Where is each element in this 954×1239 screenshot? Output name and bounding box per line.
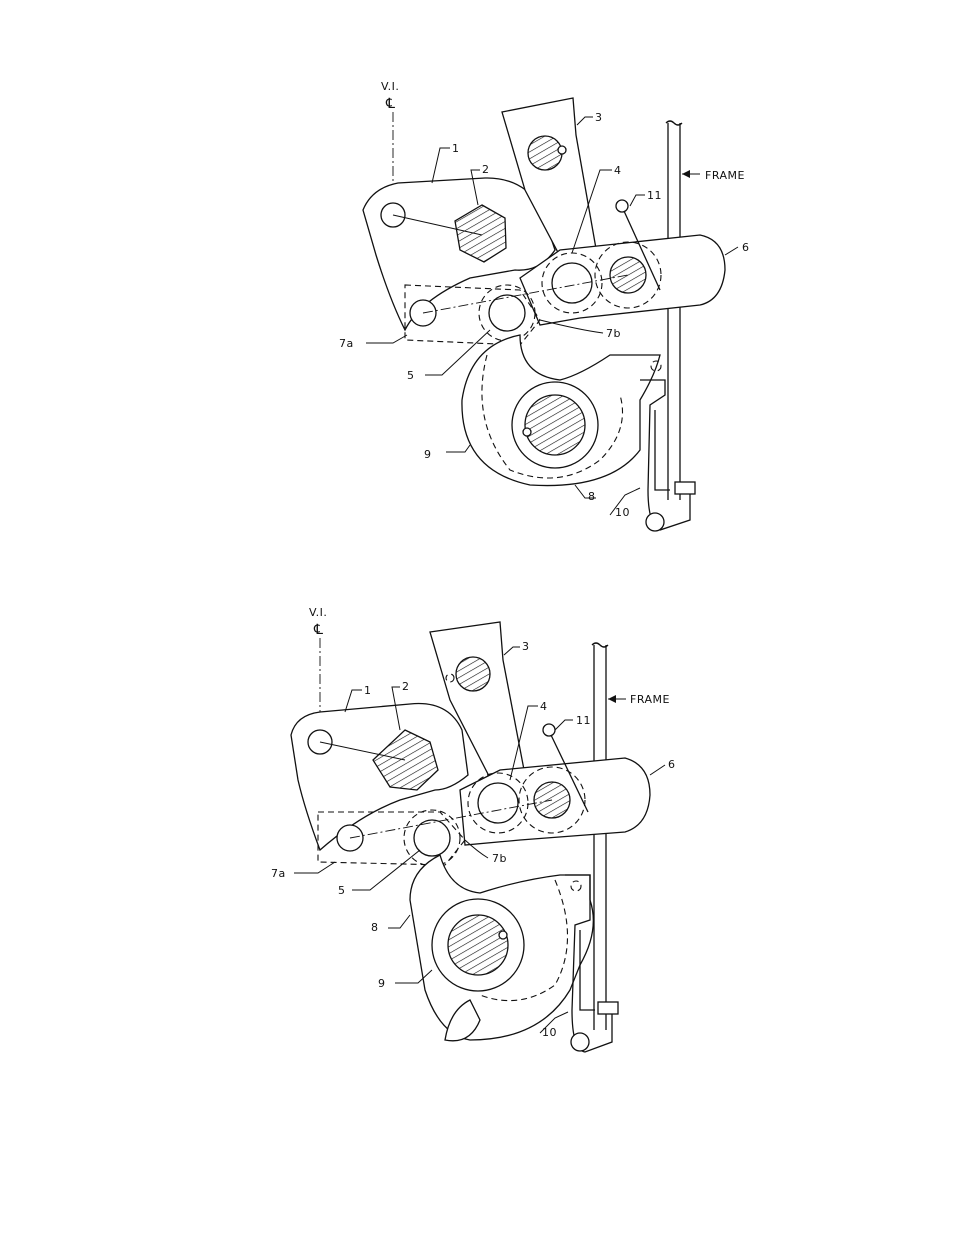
upper-callout-9: 9	[424, 448, 432, 461]
lower-part-4-roller	[478, 783, 518, 823]
lower-part-9-pin	[499, 931, 507, 939]
upper-callout-6: 6	[742, 241, 750, 254]
upper-callout-11: 11	[647, 189, 662, 202]
upper-vi-label: V.I.	[381, 80, 399, 93]
upper-part-10-latch	[640, 380, 690, 530]
upper-callout-4: 4	[614, 164, 622, 177]
lower-vi-label: V.I.	[309, 606, 327, 619]
lower-part-10-clip	[598, 1002, 618, 1014]
lower-callout-1: 1	[364, 684, 372, 697]
upper-part-5-roller	[489, 295, 525, 331]
upper-frame-label: FRAME	[705, 169, 745, 182]
lower-part-3-shaft	[456, 657, 490, 691]
lower-callout-7a: 7a	[271, 867, 286, 880]
lower-callout-5: 5	[338, 884, 346, 897]
lower-part-9-shaft	[448, 915, 508, 975]
upper-part-3-pin	[558, 146, 566, 154]
upper-part-10-clip	[675, 482, 695, 494]
upper-callout-7a: 7a	[339, 337, 354, 350]
upper-callout-1: 1	[452, 142, 460, 155]
lower-part-11-pin	[543, 724, 555, 736]
upper-callout-7b: 7b	[606, 327, 621, 340]
lower-frame-label: FRAME	[630, 693, 670, 706]
upper-part-10-eye	[646, 513, 664, 531]
upper-callout-10: 10	[615, 506, 630, 519]
upper-part-1-plate	[363, 178, 555, 330]
lower-callout-7b: 7b	[492, 852, 507, 865]
lower-callout-6: 6	[668, 758, 676, 771]
upper-callout-5: 5	[407, 369, 415, 382]
upper-view: V.I. ℄	[339, 80, 750, 531]
lower-callout-9: 9	[378, 977, 386, 990]
lower-callout-2: 2	[402, 680, 410, 693]
lower-callout-11: 11	[576, 714, 591, 727]
lower-part-10-eye	[571, 1033, 589, 1051]
lower-callout-4: 4	[540, 700, 548, 713]
lower-callout-10: 10	[542, 1026, 557, 1039]
upper-part-9-shaft	[525, 395, 585, 455]
upper-part-11-pin	[616, 200, 628, 212]
lower-centerline-symbol: ℄	[313, 622, 324, 638]
lower-view: V.I. ℄	[271, 606, 676, 1052]
lower-callout-8: 8	[371, 921, 379, 934]
upper-callout-2: 2	[482, 163, 490, 176]
upper-callout-3: 3	[595, 111, 603, 124]
upper-part-3-shaft	[528, 136, 562, 170]
upper-centerline-symbol: ℄	[385, 96, 396, 112]
upper-callout-8: 8	[588, 490, 596, 503]
lower-callout-3: 3	[522, 640, 530, 653]
upper-part-9-pin	[523, 428, 531, 436]
upper-part-6-shaft	[610, 257, 646, 293]
